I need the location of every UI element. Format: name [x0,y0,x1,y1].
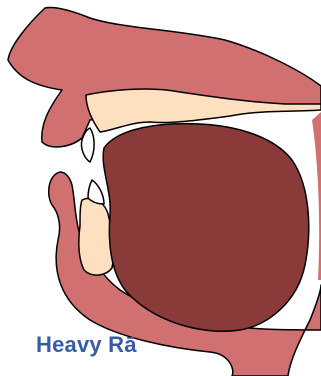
lower-jaw [79,199,114,276]
pharynx-wall [312,112,321,280]
tongue [103,124,309,332]
lower-tooth [88,180,104,204]
caption-label: Heavy Rā [36,332,137,358]
